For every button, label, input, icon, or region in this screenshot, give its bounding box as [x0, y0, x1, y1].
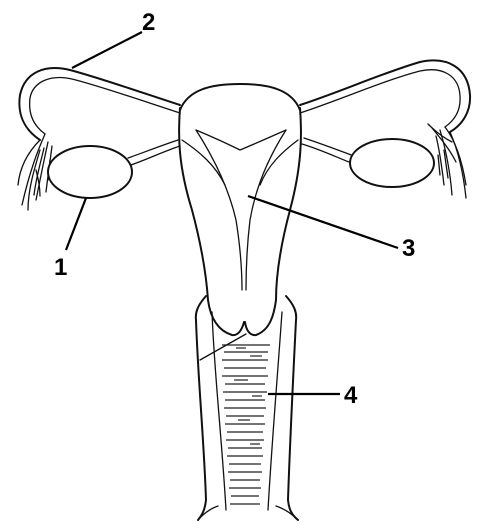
left-ovary [48, 146, 132, 198]
uterus [179, 84, 301, 300]
leader-line-ovary [66, 198, 86, 250]
label-ovary: 1 [54, 254, 67, 281]
label-fallopian-tube: 2 [142, 9, 155, 36]
fallopian-tubes [19, 60, 470, 140]
ovarian-ligaments [128, 138, 354, 166]
cervix [208, 300, 276, 335]
leader-lines [66, 32, 398, 394]
leader-line-uterus [248, 196, 398, 248]
ovaries [48, 139, 434, 198]
leader-line-fallopian-tube [72, 32, 142, 68]
label-vagina: 4 [344, 382, 358, 409]
right-ovary [350, 139, 434, 187]
vaginal-rugae [222, 345, 270, 504]
label-uterus: 3 [402, 235, 415, 262]
